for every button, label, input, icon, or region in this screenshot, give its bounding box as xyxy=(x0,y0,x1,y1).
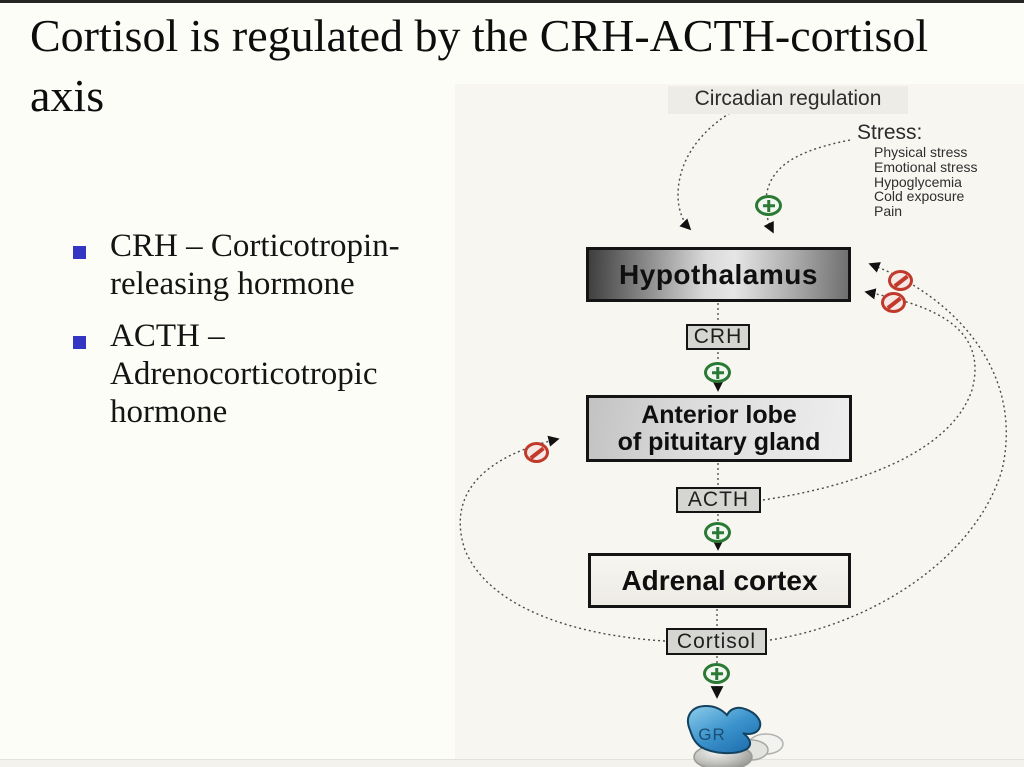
circadian-arrow xyxy=(677,112,731,231)
no-entry-icon xyxy=(888,270,913,291)
circadian-regulation-label: Circadian regulation xyxy=(668,86,908,114)
stress-heading: Stress: xyxy=(857,121,923,144)
stress-item: Cold exposure xyxy=(874,188,965,205)
plus-icon xyxy=(703,663,730,684)
page-title-line-1: Cortisol is regulated by the CRH-ACTH-co… xyxy=(30,10,929,61)
cortisol-feedback-to-pituitary-arrow xyxy=(459,435,666,642)
gr-receptor-label: GR xyxy=(698,725,726,744)
bullet-acth-line-2: Adrenocorticotropic xyxy=(110,356,378,392)
no-entry-icon xyxy=(524,442,549,463)
cortisol-hormone-tag: Cortisol xyxy=(666,628,767,655)
acth-hormone-tag: ACTH xyxy=(676,487,761,513)
adrenal-cortex-node: Adrenal cortex xyxy=(588,553,851,608)
bullet-square-icon xyxy=(73,336,86,349)
bullet-acth-line-3: hormone xyxy=(110,394,228,430)
cortisol-feedback-to-hypothalamus-arrow xyxy=(769,262,1007,641)
page-title-line-2: axis xyxy=(30,70,105,121)
stress-item: Pain xyxy=(874,203,903,220)
anterior-line-1: Anterior lobe xyxy=(641,400,797,429)
page-title: Cortisol is regulated by the CRH-ACTH-co… xyxy=(30,6,1000,126)
anterior-line-2: of pituitary gland xyxy=(617,427,821,456)
bottom-edge-strip xyxy=(0,759,1024,767)
gr-receptor-blob xyxy=(687,704,762,755)
crh-hormone-tag: CRH xyxy=(686,324,750,350)
hypothalamus-node: Hypothalamus xyxy=(586,247,851,302)
plus-icon xyxy=(755,195,782,216)
bullet-square-icon xyxy=(73,246,86,259)
acth-feedback-to-hypothalamus-arrow xyxy=(762,288,976,501)
plus-icon xyxy=(704,362,731,383)
stress-item: Physical stress xyxy=(874,144,968,160)
stress-item: Emotional stress xyxy=(874,158,978,175)
plus-icon xyxy=(704,522,731,543)
no-entry-icon xyxy=(881,292,906,313)
stress-list: Physical stress Emotional stress Hypogly… xyxy=(874,145,977,219)
stress-item: Hypoglycemia xyxy=(874,173,962,190)
bullet-item-acth: ACTH – Adrenocorticotropic hormone xyxy=(110,317,455,431)
top-edge-strip xyxy=(0,0,1024,3)
stress-arrow xyxy=(763,139,851,234)
anterior-pituitary-node: Anterior lobe of pituitary gland xyxy=(586,395,852,462)
bullet-acth-line-1: ACTH – xyxy=(110,318,225,354)
bullet-crh-line-1: CRH – Corticotropin- xyxy=(110,228,400,264)
bullet-item-crh: CRH – Corticotropin- releasing hormone xyxy=(110,227,455,303)
bullet-crh-line-2: releasing hormone xyxy=(110,266,355,302)
